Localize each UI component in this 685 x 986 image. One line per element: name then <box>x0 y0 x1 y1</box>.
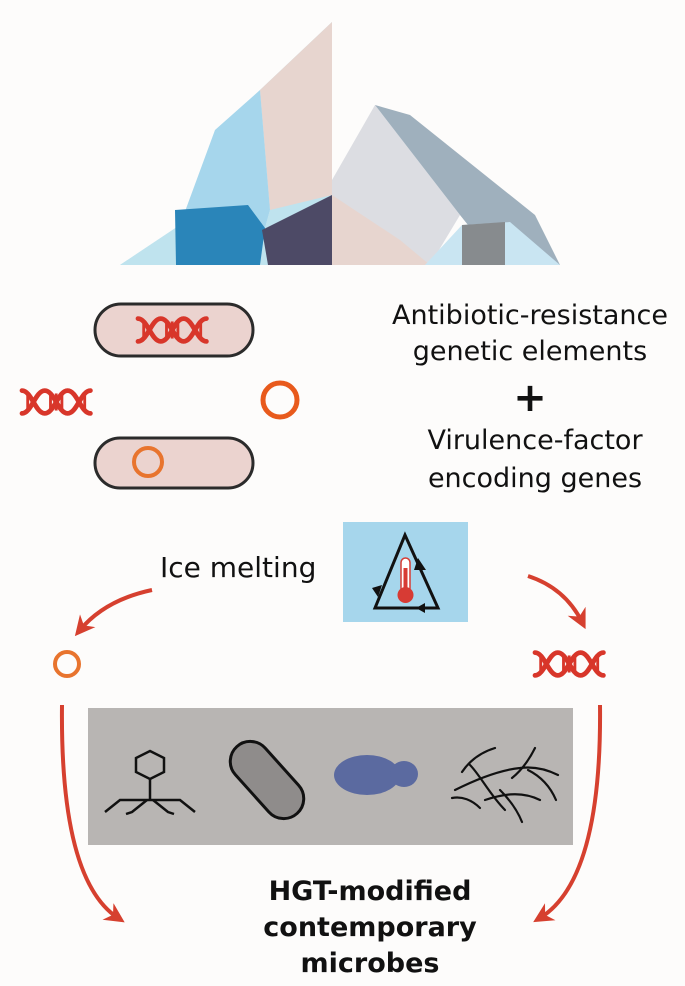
climate-cycle-icon <box>343 522 468 622</box>
hgt-label-line1: HGT-modified <box>268 876 472 907</box>
bacteriophage-icon <box>104 749 196 816</box>
arrow-ice-left <box>74 588 153 637</box>
yeast-icon <box>334 755 418 795</box>
arrow-right-down <box>533 704 603 923</box>
dna-helix-icon <box>535 653 603 676</box>
bacterium-with-dna <box>93 302 255 358</box>
antibiotic-resistance-label: Antibiotic-resistance genetic elements <box>375 298 685 370</box>
hgt-modified-label: HGT-modified contemporary microbes <box>195 874 545 982</box>
hgt-label-line2: contemporary microbes <box>263 912 477 979</box>
iceberg <box>120 22 560 265</box>
antibiotic-label-line1: Antibiotic-resistance <box>392 300 668 331</box>
virulence-label-line2: encoding genes <box>427 463 643 494</box>
virulence-factor-label: Virulence-factor encoding genes <box>385 422 685 498</box>
dna-helix-icon <box>22 391 90 414</box>
arrow-ice-right <box>527 574 586 630</box>
virulence-label-line1: Virulence-factor <box>427 425 643 456</box>
ice-melting-label: Ice melting <box>160 551 317 584</box>
arrow-left-down <box>59 704 125 923</box>
fungal-hyphae-icon <box>450 746 560 824</box>
plasmid-icon <box>53 650 81 678</box>
microbe-panel <box>88 708 573 845</box>
plasmid-icon <box>260 380 300 420</box>
plus-sign: + <box>513 375 547 421</box>
bacterium-with-plasmid <box>93 436 255 490</box>
antibiotic-label-line2: genetic elements <box>412 336 648 367</box>
bacillus-icon <box>228 739 306 821</box>
